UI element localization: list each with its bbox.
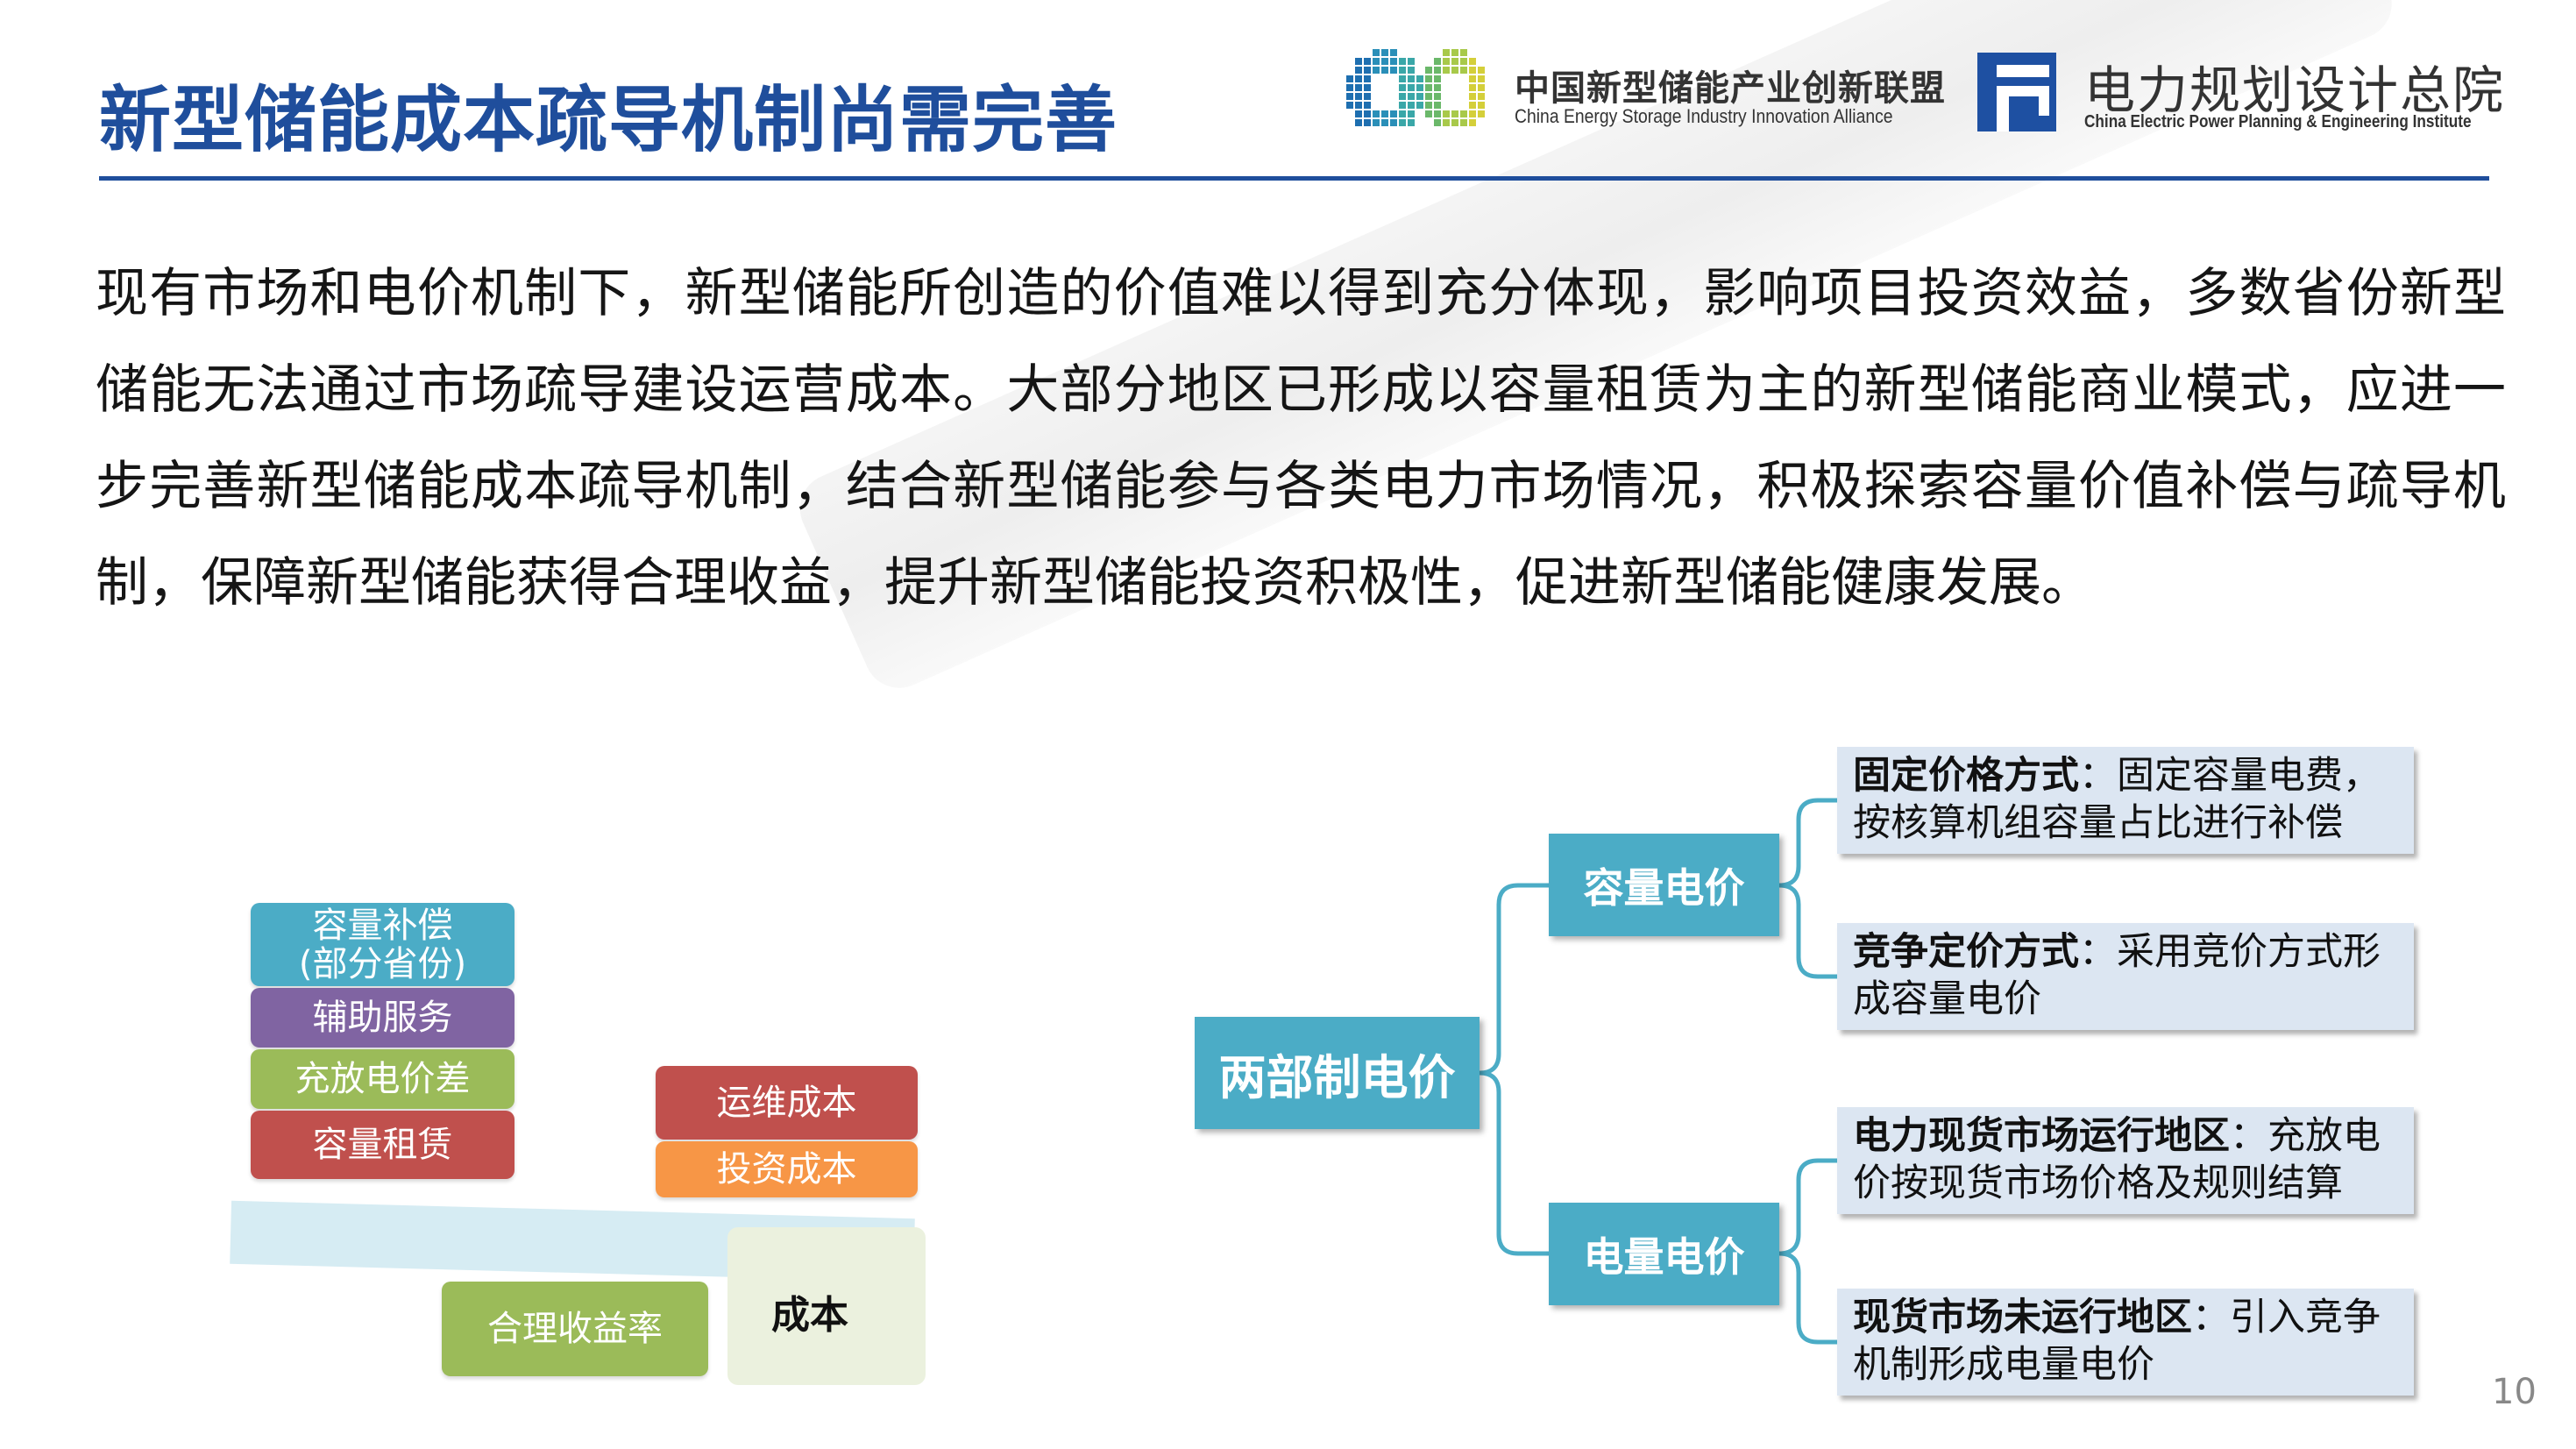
connector-capacity-leaf1 xyxy=(1778,798,1837,888)
leaf-text: ：引入竞争机制形成电量电价 xyxy=(1853,1296,2381,1387)
energy-price-node: 电量电价 xyxy=(1549,1203,1779,1305)
institute-name-cn: 电力规划设计总院 xyxy=(2084,60,2506,120)
alliance-name-en: China Energy Storage Industry Innovation… xyxy=(1515,105,1893,127)
leaf-text: ：固定容量电费，按核算机组容量占比进行补偿 xyxy=(1853,754,2381,845)
page-number: 10 xyxy=(2492,1372,2537,1412)
connector-capacity-leaf2 xyxy=(1778,883,1837,979)
cost-operation: 运维成本 xyxy=(656,1066,918,1140)
alliance-logo-icon xyxy=(1346,49,1485,126)
leaf-title: 竞争定价方式 xyxy=(1853,930,2079,974)
body-paragraph: 现有市场和电价机制下，新型储能所创造的价值难以得到充分体现，影响项目投资效益，多… xyxy=(96,263,2506,614)
capacity-price-node: 容量电价 xyxy=(1549,834,1779,936)
leaf-title: 电力现货市场运行地区 xyxy=(1853,1114,2230,1158)
alliance-name-cn: 中国新型储能产业创新联盟 xyxy=(1515,68,1946,109)
leaf-spot-market: 电力现货市场运行地区：充放电价按现货市场价格及规则结算 xyxy=(1837,1107,2414,1214)
cost-label: 成本 xyxy=(771,1293,848,1338)
leaf-title: 现货市场未运行地区 xyxy=(1853,1296,2192,1339)
title-divider xyxy=(99,176,2489,181)
institute-name-en: China Electric Power Planning & Engineer… xyxy=(2084,112,2472,131)
page-title: 新型储能成本疏导机制尚需完善 xyxy=(99,79,1118,162)
revenue-capacity-leasing: 容量租赁 xyxy=(251,1111,514,1179)
connector-root-energy xyxy=(1479,1070,1549,1256)
leaf-text: ：充放电价按现货市场价格及规则结算 xyxy=(1853,1114,2381,1205)
connector-energy-leaf2 xyxy=(1778,1251,1837,1345)
leaf-text: ：采用竞价方式形成容量电价 xyxy=(1853,930,2381,1021)
institute-logo-icon xyxy=(1977,53,2056,131)
revenue-capacity-compensation: 容量补偿 (部分省份) xyxy=(251,903,514,986)
leaf-no-spot-market: 现货市场未运行地区：引入竞争机制形成电量电价 xyxy=(1837,1289,2414,1396)
cost-investment: 投资成本 xyxy=(656,1141,918,1197)
revenue-ancillary-services: 辅助服务 xyxy=(251,988,514,1048)
cost-panel xyxy=(727,1227,926,1385)
leaf-title: 固定价格方式 xyxy=(1853,754,2079,798)
leaf-competitive-price: 竞争定价方式：采用竞价方式形成容量电价 xyxy=(1837,923,2414,1030)
leaf-fixed-price: 固定价格方式：固定容量电费，按核算机组容量占比进行补偿 xyxy=(1837,747,2414,854)
connector-energy-leaf1 xyxy=(1778,1158,1837,1256)
reasonable-return: 合理收益率 xyxy=(442,1282,708,1376)
two-part-tariff-node: 两部制电价 xyxy=(1195,1017,1480,1129)
connector-root-capacity xyxy=(1479,883,1549,1076)
revenue-price-spread: 充放电价差 xyxy=(251,1049,514,1109)
